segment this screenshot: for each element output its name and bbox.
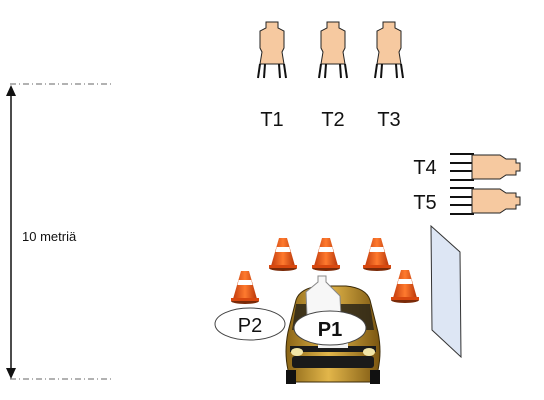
target-label-t3: T3 <box>377 109 400 131</box>
target-label-t5: T5 <box>413 192 436 214</box>
barrier-panel <box>430 224 462 359</box>
position-p1: P1 <box>293 310 367 346</box>
traffic-cone <box>312 238 340 271</box>
target-t2: T2 <box>318 21 348 131</box>
traffic-cone <box>269 238 297 271</box>
target-label-t4: T4 <box>413 157 436 179</box>
target-label-t2: T2 <box>321 109 344 131</box>
position-p1-label: P1 <box>318 319 342 341</box>
traffic-cone <box>391 270 419 303</box>
traffic-cone <box>231 271 259 304</box>
target-t4: T4 <box>413 153 521 181</box>
distance-label: 10 metriä <box>22 229 77 244</box>
distance-arrow-head-down <box>6 368 16 379</box>
position-p2-label: P2 <box>238 315 262 337</box>
target-t3: T3 <box>374 21 404 131</box>
distance-indicator: 10 metriä <box>6 83 112 380</box>
distance-arrow-head-up <box>6 85 16 96</box>
target-label-t1: T1 <box>260 109 283 131</box>
position-p2: P2 <box>214 307 286 341</box>
target-t1: T1 <box>257 21 287 131</box>
target-t5: T5 <box>413 187 521 215</box>
position-p1-ellipse <box>293 310 367 346</box>
position-p2-ellipse <box>214 307 286 341</box>
traffic-cone <box>363 238 391 271</box>
